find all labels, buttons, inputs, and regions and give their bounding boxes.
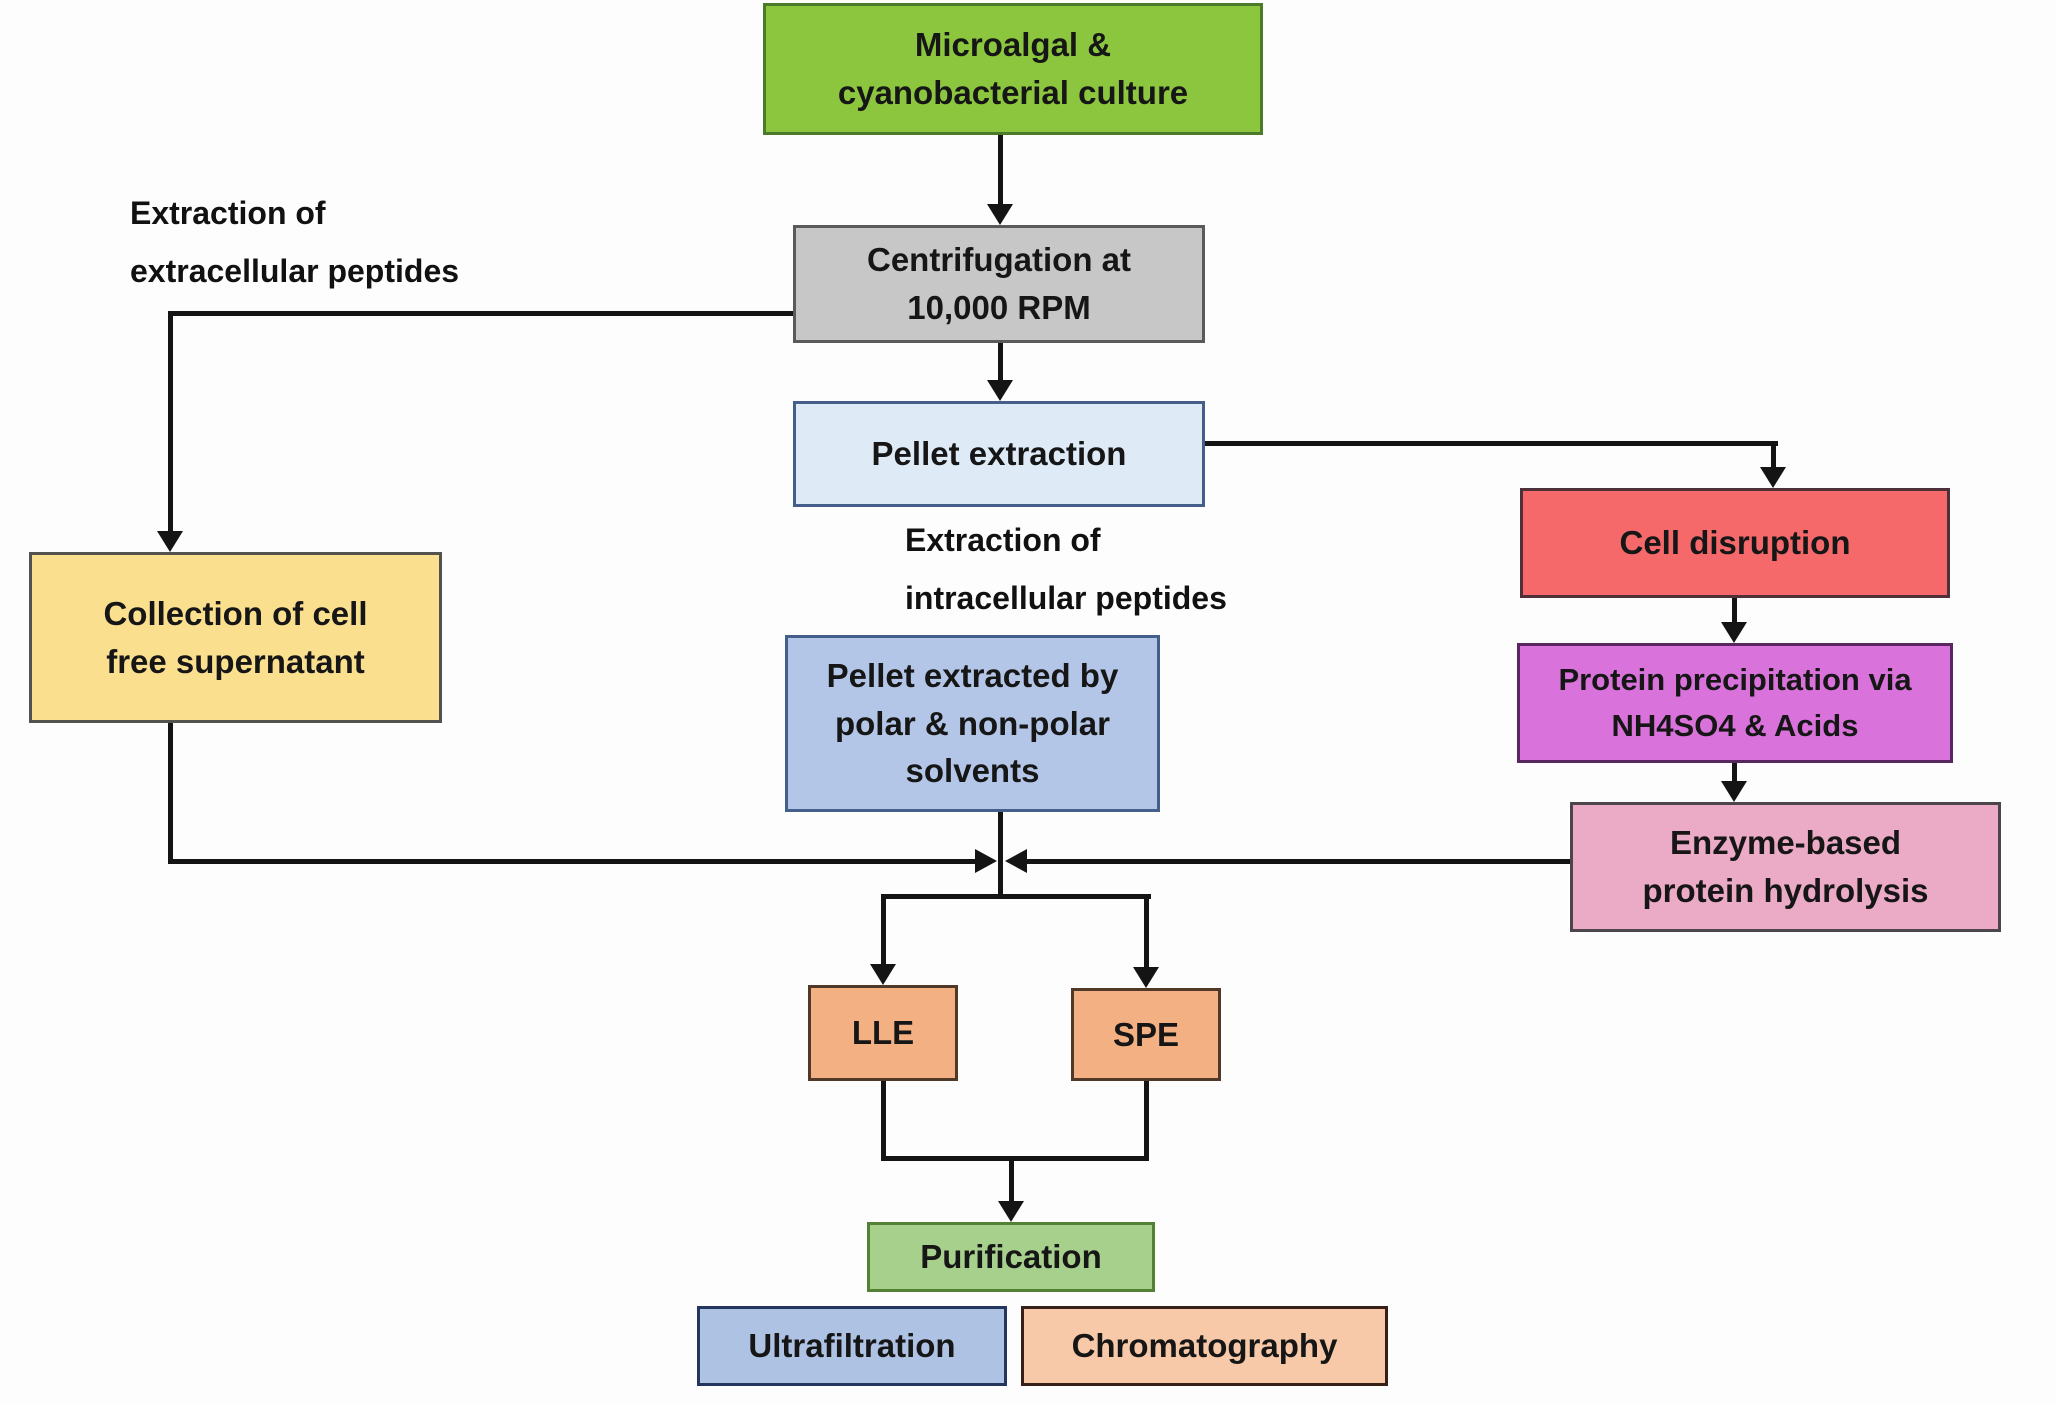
node-supernatant: Collection of cell free supernatant [29,552,442,723]
connector-supernatant-down [168,723,173,861]
connector-lle-down [881,1081,886,1161]
connector-centrifugation-pellet-extraction [998,343,1003,383]
node-chromatography: Chromatography [1021,1306,1388,1386]
connector-disruption-precipitation [1732,598,1737,624]
connector-pellet-to-disruption-horizontal [1205,441,1778,446]
node-lle: LLE [808,985,958,1081]
node-centrifugation-label: Centrifugation at 10,000 RPM [867,241,1131,326]
label-extracellular-peptides: Extraction of extracellular peptides [130,195,460,289]
node-enzyme-hydrolysis-label: Enzyme-based protein hydrolysis [1642,824,1929,909]
node-lle-label: LLE [851,1014,915,1052]
arrowhead-into-supernatant [157,531,183,552]
node-pellet-extracted-label: Pellet extracted by polar & non-polar so… [826,656,1119,790]
connector-culture-centrifugation [998,135,1003,205]
connector-pellet-extracted-down [998,812,1003,898]
connector-split-to-spe [1144,894,1149,967]
node-pellet-extracted: Pellet extracted by polar & non-polar so… [785,635,1160,812]
arrowhead-into-lle [870,964,896,985]
arrowhead-junction-left [975,849,997,873]
arrowhead-into-centrifugation [987,204,1013,225]
connector-split-bar [881,894,1151,899]
connector-merge-bar [881,1156,1149,1161]
connector-precipitation-enzyme [1732,763,1737,783]
node-cell-disruption: Cell disruption [1520,488,1950,598]
node-ultrafiltration-label: Ultrafiltration [748,1327,956,1365]
node-chromatography-label: Chromatography [1071,1327,1338,1365]
node-cell-disruption-label: Cell disruption [1619,524,1851,562]
node-pellet-extraction: Pellet extraction [793,401,1205,507]
arrowhead-into-enzyme [1721,781,1747,802]
connector-enzyme-to-junction [1027,859,1570,864]
connector-extracellular-horizontal [170,311,793,316]
node-culture-label: Microalgal & cyanobacterial culture [837,26,1189,111]
connector-split-to-lle [881,894,886,964]
node-purification: Purification [867,1222,1155,1292]
arrowhead-into-purification [998,1201,1024,1222]
connector-extracellular-vertical [168,311,173,533]
node-protein-precipitation: Protein precipitation via NH4SO4 & Acids [1517,643,1953,763]
connector-pellet-to-disruption-vertical [1771,441,1776,469]
label-intracellular-peptides: Extraction of intracellular peptides [905,522,1227,616]
arrowhead-into-pellet-extraction [987,380,1013,401]
node-centrifugation: Centrifugation at 10,000 RPM [793,225,1205,343]
arrowhead-into-cell-disruption [1760,467,1786,488]
connector-merge-to-purification [1009,1156,1014,1202]
arrowhead-junction-right [1005,849,1027,873]
node-culture: Microalgal & cyanobacterial culture [763,3,1263,135]
node-spe-label: SPE [1112,1015,1180,1053]
node-ultrafiltration: Ultrafiltration [697,1306,1007,1386]
arrowhead-into-precipitation [1721,622,1747,643]
node-enzyme-hydrolysis: Enzyme-based protein hydrolysis [1570,802,2001,932]
connector-spe-down [1144,1081,1149,1161]
node-protein-precipitation-label: Protein precipitation via NH4SO4 & Acids [1558,661,1912,744]
node-spe: SPE [1071,988,1221,1081]
arrowhead-into-spe [1133,967,1159,988]
connector-supernatant-to-junction [168,859,975,864]
node-pellet-extraction-label: Pellet extraction [871,435,1127,473]
node-supernatant-label: Collection of cell free supernatant [103,594,368,680]
node-purification-label: Purification [920,1238,1102,1276]
